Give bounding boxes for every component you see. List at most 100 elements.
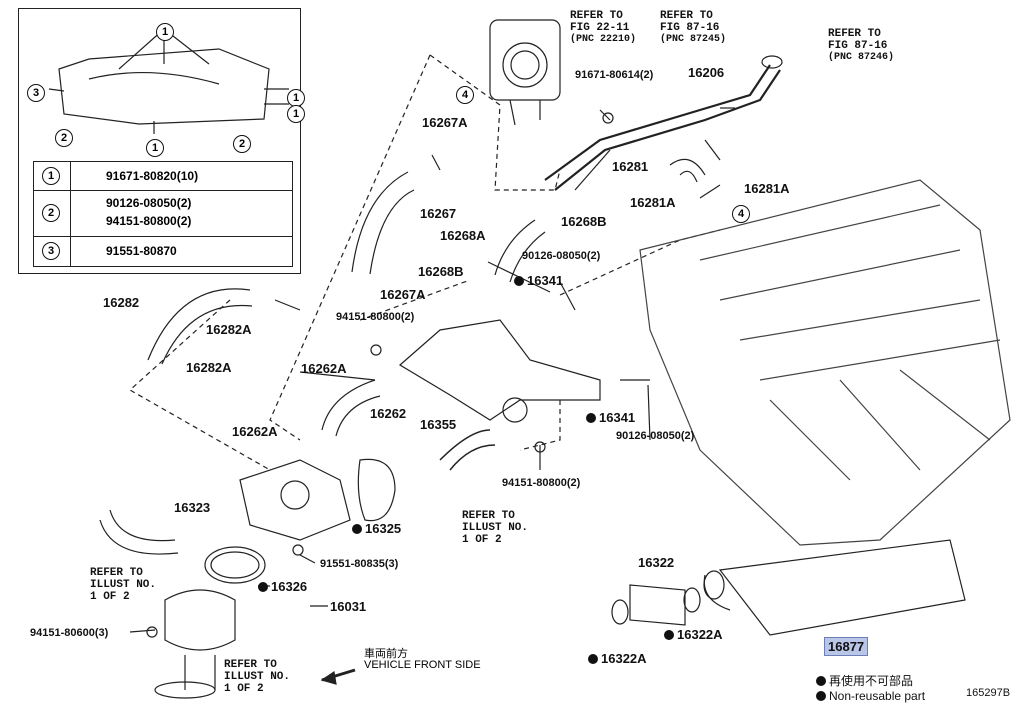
non-reusable-marker — [258, 582, 268, 592]
engine-block-drawing — [639, 179, 1011, 546]
row-2-number: 2 — [42, 204, 60, 222]
part-16323[interactable]: 16323 — [174, 500, 211, 515]
part-16341-top[interactable]: 16341 — [514, 274, 563, 288]
inset-callout-1-bottom: 1 — [146, 139, 164, 157]
vehicle-front-jp: 車両前方 — [364, 648, 408, 660]
part-number: 16341 — [527, 273, 564, 288]
part-16355[interactable]: 16355 — [420, 417, 457, 432]
ref-pnc: (PNC 87245) — [660, 34, 727, 45]
part-16268B-left[interactable]: 16268B — [418, 264, 464, 279]
ref-line3: 1 OF 2 — [462, 534, 502, 546]
part-16281A-right[interactable]: 16281A — [744, 181, 790, 196]
part-16031[interactable]: 16031 — [330, 599, 367, 614]
ref-pnc: (PNC 87246) — [828, 52, 895, 63]
fastener-row-1: 1 91671-80820(10) — [34, 162, 292, 191]
callout-4-right: 4 — [732, 205, 750, 223]
part-16268A[interactable]: 16268A — [440, 228, 486, 243]
part-94151-80800-upper[interactable]: 94151-80800(2) — [336, 311, 415, 323]
callout-4-left: 4 — [456, 86, 474, 104]
water-inlet-housing-drawing — [703, 539, 966, 636]
part-16262[interactable]: 16262 — [370, 406, 407, 421]
legend-en-text: Non-reusable part — [829, 689, 926, 703]
legend-dot — [816, 691, 826, 701]
ref-fig-22-11[interactable]: REFER TO FIG 22-11 (PNC 22210) — [570, 10, 636, 46]
part-16877-highlighted[interactable]: 16877 — [824, 637, 869, 656]
fastener-table: 1 91671-80820(10) 2 90126-08050(2) 94151… — [33, 161, 293, 267]
ref-line2: ILLUST NO. — [90, 579, 157, 591]
ref-fig-87-16-a[interactable]: REFER TO FIG 87-16 (PNC 87245) — [660, 10, 726, 46]
part-16267[interactable]: 16267 — [420, 206, 457, 221]
non-reusable-marker — [514, 276, 524, 286]
ref-line1: REFER TO — [224, 659, 277, 671]
inset-callout-1-top: 1 — [156, 23, 174, 41]
ref-line1: REFER TO — [570, 10, 623, 22]
legend-jp-text: 再使用不可部品 — [829, 674, 914, 688]
part-91671-80614[interactable]: 91671-80614(2) — [575, 69, 654, 81]
ref-illust-bottom[interactable]: REFER TO ILLUST NO. 1 OF 2 — [224, 659, 290, 695]
part-90126-08050-top[interactable]: 90126-08050(2) — [522, 250, 601, 262]
part-16206[interactable]: 16206 — [688, 65, 725, 80]
ref-line2: FIG 22-11 — [570, 22, 630, 34]
part-16282A-lower[interactable]: 16282A — [186, 360, 232, 375]
part-16282A-upper[interactable]: 16282A — [206, 322, 252, 337]
fastener-row-2: 2 90126-08050(2) 94151-80800(2) — [34, 190, 292, 237]
part-16341-mid[interactable]: 16341 — [586, 411, 635, 425]
non-reusable-marker — [352, 524, 362, 534]
part-91551-80835[interactable]: 91551-80835(3) — [320, 558, 399, 570]
part-16282[interactable]: 16282 — [103, 295, 140, 310]
part-number: 16325 — [365, 521, 402, 536]
ref-illust-left[interactable]: REFER TO ILLUST NO. 1 OF 2 — [90, 567, 156, 603]
row-3-part: 91551-80870 — [106, 244, 177, 258]
ref-line1: REFER TO — [828, 28, 881, 40]
inset-callout-2-left: 2 — [55, 129, 73, 147]
non-reusable-marker — [588, 654, 598, 664]
part-16267A-top[interactable]: 16267A — [422, 115, 468, 130]
part-16281[interactable]: 16281 — [612, 159, 649, 174]
row-2-part-a: 90126-08050(2) — [106, 196, 192, 210]
manifold-inset-drawing — [48, 28, 289, 134]
part-16267A-bottom[interactable]: 16267A — [380, 287, 426, 302]
non-reusable-marker — [664, 630, 674, 640]
part-number: 16877 — [824, 637, 869, 656]
part-number: 16322A — [677, 627, 723, 642]
part-number: 16341 — [599, 410, 636, 425]
row-2-part-b: 94151-80800(2) — [106, 214, 192, 228]
thermostat-housing-drawing — [99, 459, 351, 555]
part-number: 16326 — [271, 579, 308, 594]
row-1-part: 91671-80820(10) — [106, 169, 199, 183]
part-16322A-left[interactable]: 16322A — [588, 652, 647, 666]
part-16262A-lower[interactable]: 16262A — [232, 424, 278, 439]
ref-line1: REFER TO — [660, 10, 713, 22]
ref-line3: 1 OF 2 — [224, 683, 264, 695]
part-94151-80600[interactable]: 94151-80600(3) — [30, 627, 109, 639]
part-number: 16322A — [601, 651, 647, 666]
fastener-inset-panel: 1 1 1 1 3 2 2 1 91671-80820(10) 2 90126-… — [18, 8, 305, 274]
part-16325[interactable]: 16325 — [352, 522, 401, 536]
row-1-number: 1 — [42, 167, 60, 185]
part-16281A-left[interactable]: 16281A — [630, 195, 676, 210]
ref-illust-center[interactable]: REFER TO ILLUST NO. 1 OF 2 — [462, 510, 528, 546]
part-16268B-top[interactable]: 16268B — [561, 214, 607, 229]
legend-jp: 再使用不可部品 — [816, 672, 913, 689]
ref-line2: FIG 87-16 — [828, 40, 888, 52]
part-16326[interactable]: 16326 — [258, 580, 307, 594]
legend-en: Non-reusable part — [816, 689, 925, 703]
inset-callout-3: 3 — [27, 84, 45, 102]
ref-line1: REFER TO — [462, 510, 515, 522]
part-94151-80800-mid[interactable]: 94151-80800(2) — [502, 477, 581, 489]
inset-callout-1-right-b: 1 — [287, 105, 305, 123]
part-16322A-right[interactable]: 16322A — [664, 628, 723, 642]
part-16322[interactable]: 16322 — [638, 555, 675, 570]
part-16262A-upper[interactable]: 16262A — [301, 361, 347, 376]
legend-dot — [816, 676, 826, 686]
row-3-number: 3 — [42, 242, 60, 260]
ref-pnc: (PNC 22210) — [570, 34, 637, 45]
ref-line2: ILLUST NO. — [224, 671, 291, 683]
ref-fig-87-16-b[interactable]: REFER TO FIG 87-16 (PNC 87246) — [828, 28, 894, 64]
water-bypass-pipe-drawing — [544, 55, 783, 191]
vehicle-front-en: VEHICLE FRONT SIDE — [364, 659, 481, 671]
throttle-body-drawing — [489, 19, 561, 126]
part-90126-08050-mid[interactable]: 90126-08050(2) — [616, 430, 695, 442]
ref-line3: 1 OF 2 — [90, 591, 130, 603]
